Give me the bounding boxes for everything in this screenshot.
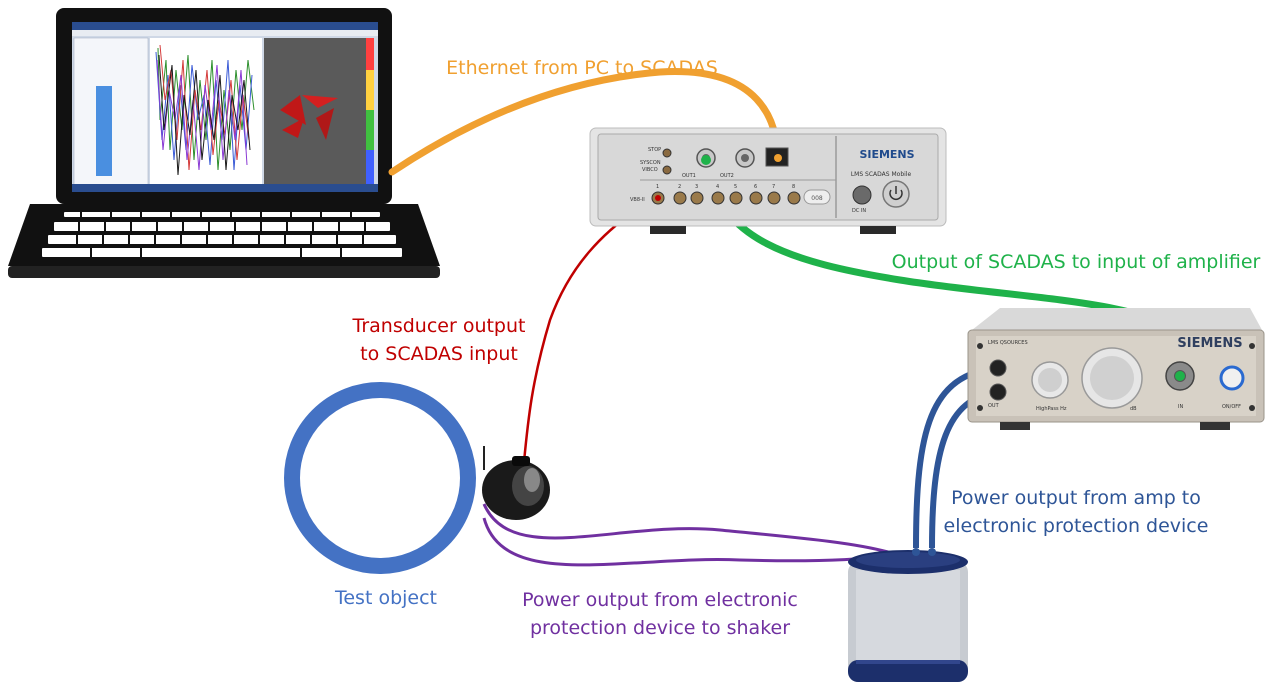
ethernet-label: Ethernet from PC to SCADAS (446, 57, 718, 79)
scadas-channel-label: 5 (734, 184, 737, 190)
amp-to-protection-label-line1: Power output from amp to (951, 487, 1201, 509)
amplifier-model: LMS QSOURCES (988, 340, 1028, 346)
amplifier-out: OUT (988, 403, 1000, 409)
amplifier-highpass: HighPass Hz (1036, 406, 1067, 412)
protection-to-shaker-cable-1 (482, 503, 889, 554)
protection-to-shaker-label-line2: protection device to shaker (530, 617, 790, 639)
amplifier-db: dB (1130, 406, 1137, 412)
protection-to-shaker-label-line1: Power output from electronic (522, 589, 798, 611)
scadas-badge: 008 (811, 195, 823, 202)
amp-to-protection-label-line2: electronic protection device (944, 515, 1209, 537)
scadas-channel-label: 3 (695, 184, 698, 190)
amplifier-icon: SIEMENS LMS QSOURCES HighPass Hz dB IN O… (967, 308, 1265, 430)
scadas-channel-label: 4 (716, 184, 719, 190)
scadas-channel-label: 8 (792, 184, 795, 190)
scadas-unit-icon: SIEMENS LMS SCADAS Mobile STOP SYSCON VI… (589, 127, 947, 234)
scadas-out2: OUT2 (720, 173, 734, 179)
laptop-icon (8, 8, 440, 278)
scadas-to-amp-label: Output of SCADAS to input of amplifier (892, 251, 1261, 273)
transducer-label-line2: to SCADAS input (360, 343, 518, 365)
protection-to-shaker-cable-2 (482, 517, 889, 567)
scadas-syscon: SYSCON (640, 160, 661, 166)
transducer-cable (522, 194, 659, 463)
scadas-vibco: VIBCO (642, 167, 658, 173)
amplifier-in: IN (1178, 404, 1183, 410)
scadas-model: LMS SCADAS Mobile (851, 171, 912, 178)
shaker-icon (848, 548, 968, 682)
scadas-channel-label: 1 (656, 184, 659, 190)
test-object-label: Test object (334, 587, 437, 609)
scadas-vb8: VB8-II (630, 197, 645, 203)
scadas-channel-label: 7 (772, 184, 775, 190)
amplifier-brand: SIEMENS (1177, 336, 1242, 351)
transducer-icon (482, 456, 550, 520)
scadas-out1: OUT1 (682, 173, 696, 179)
test-object-ring-icon (284, 382, 476, 574)
scadas-dc-in: DC IN (852, 208, 866, 214)
scadas-channel-label: 6 (754, 184, 757, 190)
scadas-stop: STOP (648, 147, 661, 153)
amplifier-on-off: ON/OFF (1222, 404, 1241, 410)
scadas-brand: SIEMENS (859, 148, 914, 161)
transducer-label-line1: Transducer output (352, 315, 526, 337)
ethernet-cable (388, 68, 782, 176)
scadas-channel-label: 2 (678, 184, 681, 190)
